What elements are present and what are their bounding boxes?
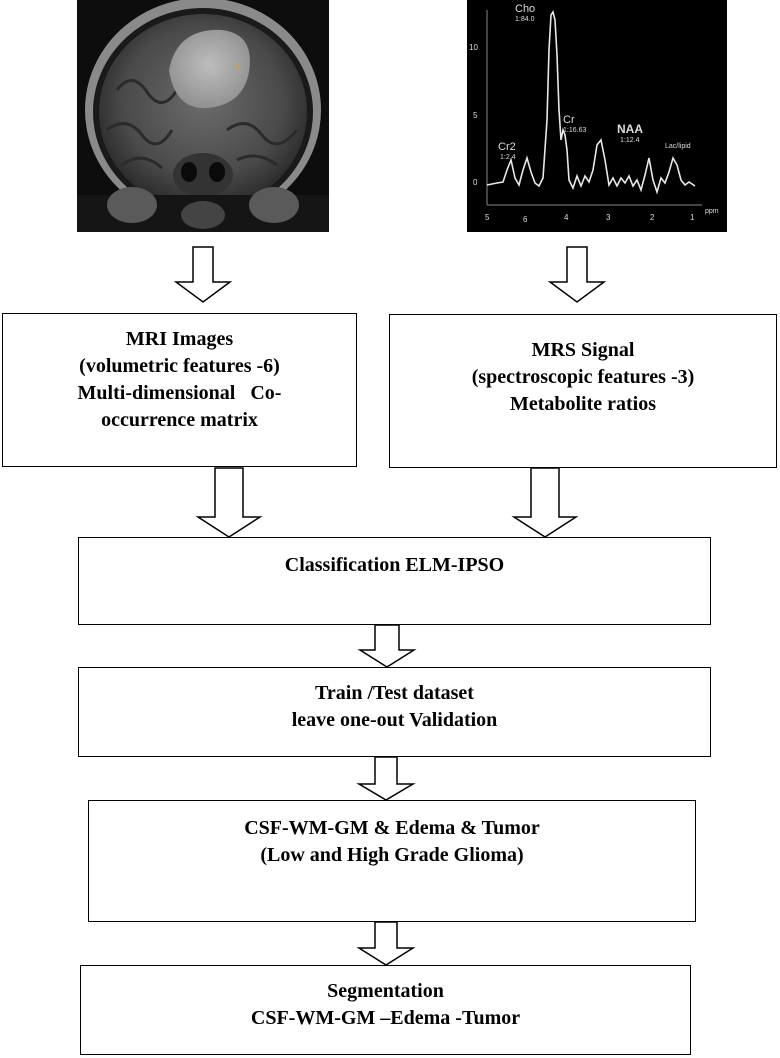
mri-brain-image (77, 0, 329, 232)
peak-ratio-cr2: 1:2.4 (500, 154, 516, 161)
tissue-classes-box: CSF-WM-GM & Edema & Tumor (Low and High … (88, 800, 696, 922)
arrow-mrs-down (547, 246, 607, 303)
arrow-mri-down (173, 246, 233, 303)
arrow-train-to-tissues (356, 756, 416, 801)
peak-label-laclipid: Lac/lipid (665, 143, 691, 150)
peak-ratio-cr: 1:16.63 (563, 127, 586, 134)
mrs-box-line-2: (spectroscopic features -3) (471, 366, 695, 388)
x-tick-2: 2 (650, 213, 655, 222)
y-tick-0: 0 (473, 178, 478, 187)
segmentation-box-line-2: CSF-WM-GM –Edema -Tumor (250, 1007, 521, 1029)
peak-label-cho: Cho (515, 3, 535, 15)
mri-box-line-4: occurrence matrix (101, 409, 258, 431)
mrs-box-line-3: Metabolite ratios (509, 393, 657, 415)
mri-box-line-3: Multi-dimensional Co- (77, 382, 282, 404)
mri-images-box: MRI Images (volumetric features -6) Mult… (2, 313, 357, 467)
classification-elm-ipso-box: Classification ELM-IPSO (78, 537, 711, 625)
segmentation-box-line-1: Segmentation (327, 980, 444, 1002)
arrow-mrs-to-classification (511, 467, 579, 538)
train-box-line-2: leave one-out Validation (291, 709, 498, 731)
mrs-spectrum-image: 10 5 0 5 4 3 2 1 ppm 6 Cho 1:84.0 Cr 1:1… (467, 0, 727, 232)
train-test-box: Train /Test dataset leave one-out Valida… (78, 667, 711, 757)
mrs-signal-box: MRS Signal (spectroscopic features -3) M… (389, 314, 777, 468)
arrow-mri-to-classification (195, 467, 263, 538)
classification-box-line-1: Classification ELM-IPSO (284, 554, 505, 576)
x-tick-4: 4 (564, 213, 569, 222)
peak-ratio-naa: 1:12.4 (620, 137, 640, 144)
peak-label-cr2: Cr2 (498, 141, 516, 153)
y-tick-10: 10 (469, 43, 478, 52)
mri-box-line-2: (volumetric features -6) (79, 355, 280, 377)
x-tick-5: 5 (485, 213, 490, 222)
x-tick-3: 3 (606, 213, 611, 222)
train-box-line-1: Train /Test dataset (315, 682, 474, 704)
x-unit: ppm (705, 208, 719, 215)
arrow-classification-to-train (357, 624, 417, 668)
tissues-box-line-2: (Low and High Grade Glioma) (260, 844, 524, 866)
mrs-box-line-1: MRS Signal (531, 339, 635, 361)
peak-label-cr: Cr (563, 114, 575, 126)
svg-text:6: 6 (523, 215, 528, 224)
mri-box-line-1: MRI Images (125, 328, 234, 350)
arrow-tissues-to-segmentation (356, 921, 416, 966)
tissues-box-line-1: CSF-WM-GM & Edema & Tumor (244, 817, 540, 839)
peak-label-naa: NAA (617, 122, 643, 136)
segmentation-box: Segmentation CSF-WM-GM –Edema -Tumor (80, 965, 691, 1055)
peak-ratio-cho: 1:84.0 (515, 16, 535, 23)
x-tick-1: 1 (690, 213, 695, 222)
y-tick-5: 5 (473, 111, 478, 120)
